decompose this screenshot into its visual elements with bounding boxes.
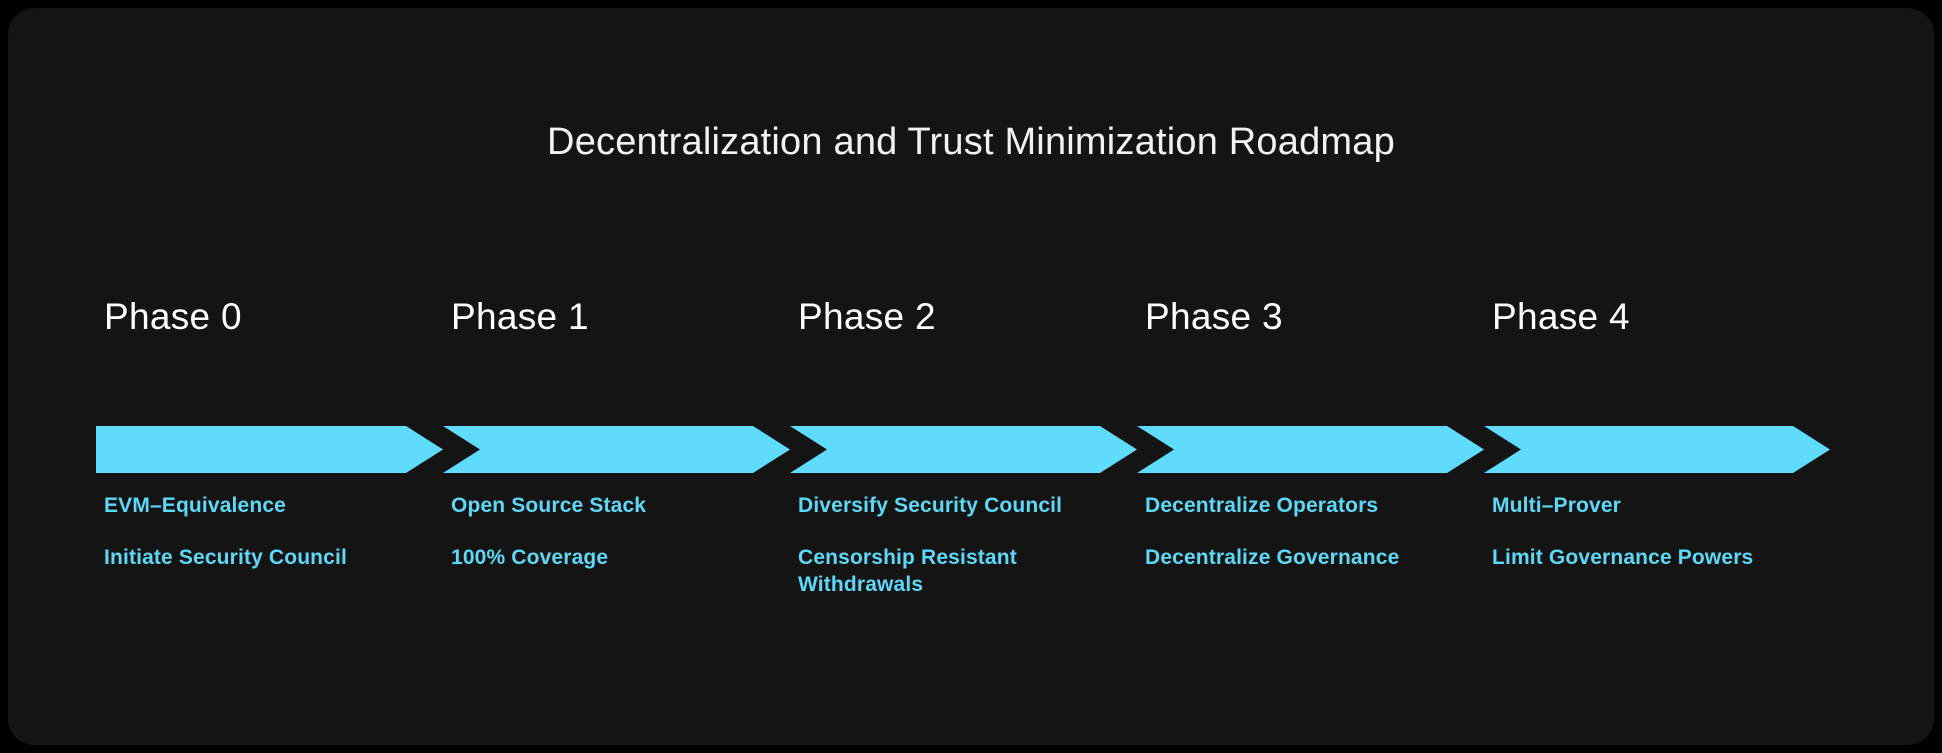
phase-track: Phase 0 EVM–Equivalence Initiate Securit… [96,296,1846,676]
phase-item: Decentralize Operators [1145,494,1379,517]
phase-item-list-4: Multi–Prover Limit Governance Powers [1492,492,1822,571]
phase-item: 100% Coverage [451,545,609,569]
phase-item: Decentralize Governance [1145,545,1400,569]
phase-item: Limit Governance Powers [1492,545,1754,569]
phase-arrow-2 [790,426,1137,473]
phase-arrow-0 [96,426,443,473]
phase-item: Diversify Security Council [798,494,1063,517]
phase-arrow-3 [1137,426,1484,473]
phase-label-3: Phase 3 [1145,296,1283,337]
phase-label-0: Phase 0 [104,296,242,337]
phase-item-list-1: Open Source Stack 100% Coverage [451,492,781,571]
page-title: Decentralization and Trust Minimization … [547,121,1395,163]
phase-item: EVM–Equivalence [104,494,286,517]
phase-arrow-band [96,426,1846,473]
phase-arrow-4 [1484,426,1830,473]
phase-label-4: Phase 4 [1492,296,1630,337]
phase-item: Initiate Security Council [104,545,347,569]
phase-label-1: Phase 1 [451,296,589,337]
phase-label-2: Phase 2 [798,296,936,337]
phase-item: Open Source Stack [451,494,647,517]
phase-item-list-0: EVM–Equivalence Initiate Security Counci… [104,492,434,571]
roadmap-card: Decentralization and Trust Minimization … [8,8,1934,745]
phase-arrow-1 [443,426,790,473]
phase-item: Multi–Prover [1492,494,1621,517]
phase-item: Censorship Resistant Withdrawals [798,545,1017,597]
phase-item-list-2: Diversify Security Council Censorship Re… [798,492,1128,599]
phase-item-list-3: Decentralize Operators Decentralize Gove… [1145,492,1475,571]
